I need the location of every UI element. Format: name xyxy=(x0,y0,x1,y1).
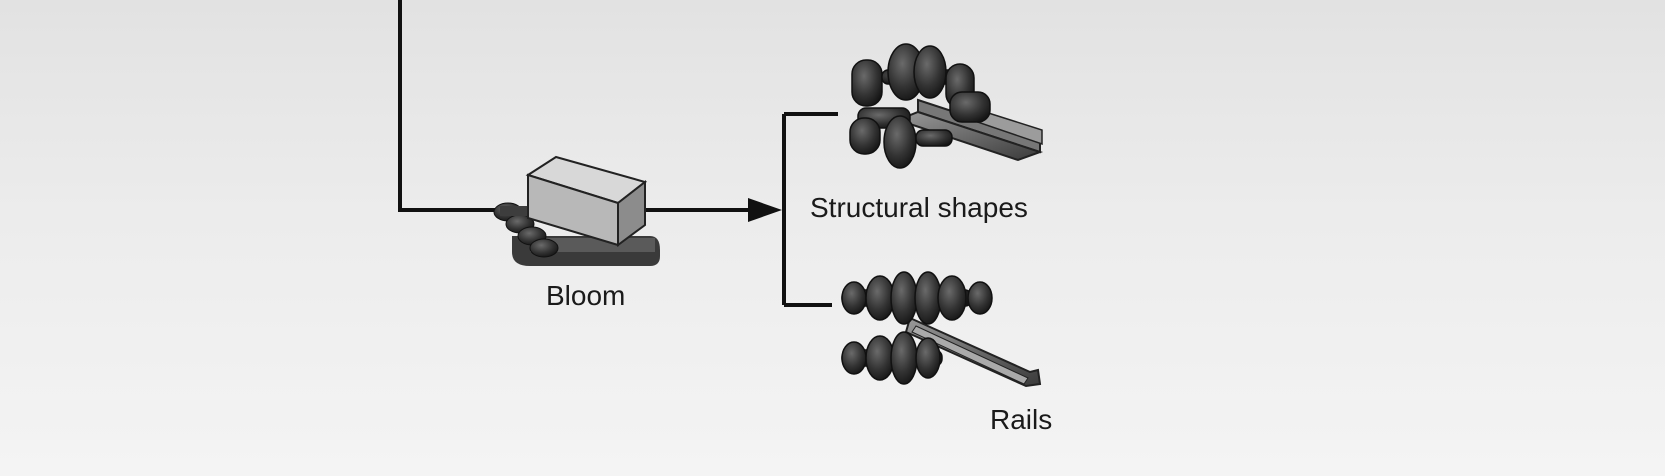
bloom-block-on-rollers-icon xyxy=(493,155,660,266)
bloom-label: Bloom xyxy=(546,280,626,311)
rail-rolling-mill-icon xyxy=(841,271,1042,388)
structural-shapes-label: Structural shapes xyxy=(810,192,1028,223)
rails-label: Rails xyxy=(990,404,1053,435)
arrowhead-icon xyxy=(748,198,782,222)
incoming-line xyxy=(398,0,500,212)
structural-shape-rolling-mill-icon xyxy=(849,43,1044,169)
flow-lines xyxy=(398,0,838,307)
